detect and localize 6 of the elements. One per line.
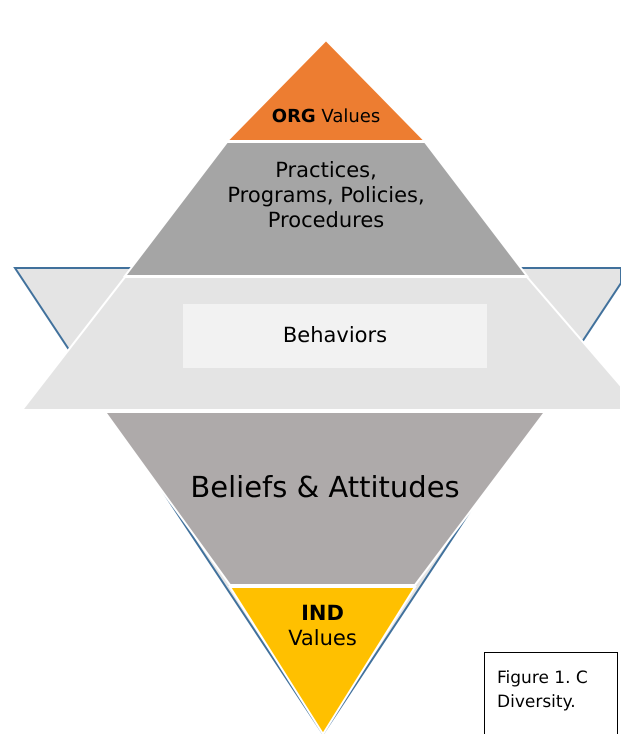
layer-label: Beliefs & Attitudes xyxy=(189,470,461,505)
caption-box: Figure 1. C Diversity. xyxy=(484,652,618,734)
layer-label: Practices, Programs, Policies, Procedures xyxy=(226,158,426,234)
layer-label: ORG Values xyxy=(270,106,382,128)
layer-label: Behaviors xyxy=(282,323,388,348)
layer-label: IND Values xyxy=(287,601,358,652)
